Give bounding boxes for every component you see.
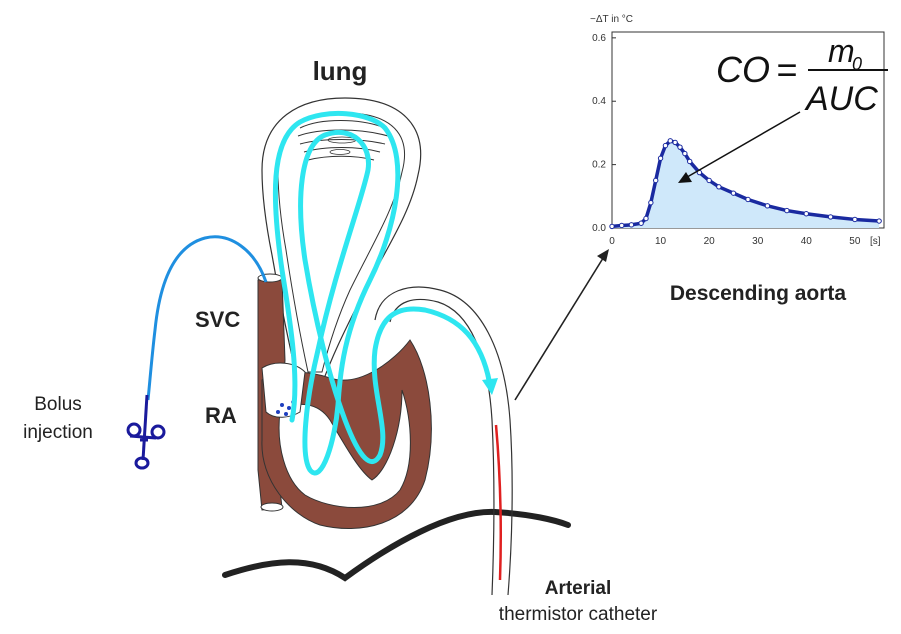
x-tick-label: 30 <box>752 236 764 247</box>
chart-data-point <box>716 184 722 190</box>
equation-numerator: m <box>828 33 855 69</box>
x-tick-label: 50 <box>849 236 861 247</box>
label-ra: RA <box>205 403 237 428</box>
label-svc: SVC <box>195 307 240 332</box>
cardiac-output-equation: CO = m 0 AUC <box>678 33 888 183</box>
equation-numerator-subscript: 0 <box>852 54 862 74</box>
y-tick-label: 0.0 <box>592 223 606 234</box>
chart-data-point <box>638 220 644 226</box>
chart-xunit: [s] <box>870 236 881 247</box>
chart-data-point <box>667 138 673 144</box>
thermistor-catheter <box>494 424 503 581</box>
chart-data-point <box>803 211 809 217</box>
chart-data-point <box>730 190 737 196</box>
y-tick-label: 0.6 <box>592 33 606 44</box>
chart-data-point <box>653 177 659 184</box>
chart-data-point <box>682 150 688 157</box>
chart-data-point <box>657 155 664 161</box>
label-thermistor: thermistor catheter <box>499 604 658 625</box>
equation-pointer-arrowhead <box>678 172 692 183</box>
flow-arrowhead <box>482 378 498 395</box>
x-tick-label: 10 <box>655 236 667 247</box>
chart-data-point <box>852 216 858 223</box>
arrow-aorta-to-chart <box>514 249 609 401</box>
chart-data-point <box>827 214 834 220</box>
chart-data-point <box>643 215 649 222</box>
y-tick-label: 0.4 <box>592 96 606 107</box>
chart-data-point <box>876 218 882 224</box>
chart-data-point <box>628 222 635 228</box>
label-injection: injection <box>23 422 93 443</box>
chart-ylabel: −ΔT in °C <box>590 14 633 25</box>
equation-equals: = <box>776 49 797 90</box>
chart-data-point <box>648 199 654 206</box>
chart-data-point <box>706 177 712 184</box>
label-descending-aorta: Descending aorta <box>670 282 847 305</box>
chart-data-point <box>687 158 693 165</box>
label-lung: lung <box>313 56 368 86</box>
injection-catheter <box>146 235 268 401</box>
chart-data-point <box>619 222 625 229</box>
chart-data-point <box>784 207 790 214</box>
chart-data-point <box>764 203 771 209</box>
x-tick-label: 20 <box>704 236 716 247</box>
chart-area-fill <box>612 140 880 228</box>
body-outline-curve <box>222 508 571 582</box>
label-bolus: Bolus <box>34 394 82 415</box>
chart-data-point <box>609 223 615 230</box>
equation-pointer-arrow <box>681 111 801 181</box>
syringe-icon <box>126 394 166 470</box>
chart-data-point <box>662 142 669 149</box>
equation-lhs: CO <box>716 49 770 90</box>
y-tick-label: 0.2 <box>592 160 606 171</box>
x-tick-label: 40 <box>801 236 813 247</box>
x-tick-label: 0 <box>609 236 615 247</box>
chart-data-point <box>672 139 678 146</box>
equation-denominator: AUC <box>804 80 878 118</box>
label-arterial: Arterial <box>545 578 612 599</box>
chart-data-point <box>745 196 751 203</box>
thermodilution-chart: −ΔT in °C [s] 0.0 0.2 0.4 0.6 0 10 20 30 40 50 <box>590 14 885 247</box>
blood-flow-path <box>272 110 493 476</box>
chart-data-point <box>677 144 683 150</box>
